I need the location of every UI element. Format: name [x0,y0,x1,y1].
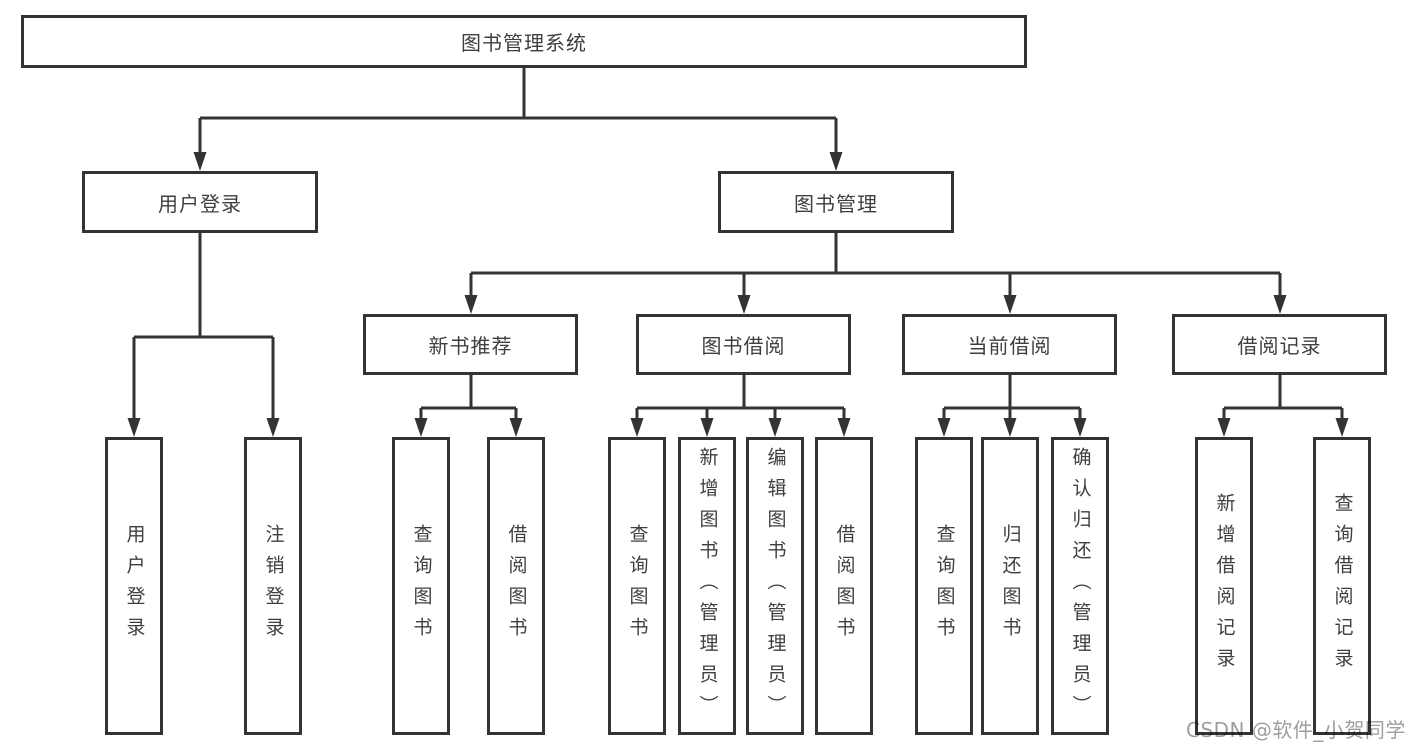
node-book-management: 图书管理 [718,171,954,233]
node-label: 借阅记录 [1237,334,1322,358]
node-label: 借阅图书 [833,524,856,648]
node-borrow-books-borrowing: 借阅图书 [815,437,873,735]
node-confirm-return-admin: 确认归还（管理员） [1051,437,1109,735]
node-label: 借阅图书 [505,524,528,648]
node-label: 确认归还（管理员） [1069,446,1092,726]
node-label: 编辑图书（管理员） [764,446,787,726]
node-label: 查询图书 [933,524,956,648]
node-label: 新增借阅记录 [1213,493,1236,679]
node-label: 查询借阅记录 [1331,493,1354,679]
node-user-login: 用户登录 [82,171,318,233]
csdn-watermark: CSDN @软件_小贺同学 [1186,718,1405,742]
node-label: 图书管理系统 [461,31,587,55]
node-library-management-system: 图书管理系统 [21,15,1027,68]
connector-lines [132,68,1344,420]
node-label: 图书借阅 [701,334,786,358]
node-label: 归还图书 [999,524,1022,648]
node-current-borrowing: 当前借阅 [902,314,1117,375]
node-label: 查询图书 [626,524,649,648]
node-query-books-borrowing: 查询图书 [608,437,666,735]
node-label: 新增图书（管理员） [696,446,719,726]
node-borrow-books-recommend: 借阅图书 [487,437,545,735]
node-return-books: 归还图书 [981,437,1039,735]
node-add-borrow-record: 新增借阅记录 [1195,437,1253,735]
node-user-login-action: 用户登录 [105,437,163,735]
node-label: 新书推荐 [428,334,513,358]
node-query-books-current: 查询图书 [915,437,973,735]
node-borrow-records: 借阅记录 [1172,314,1387,375]
node-label: 当前借阅 [967,334,1052,358]
node-logout-action: 注销登录 [244,437,302,735]
node-book-borrowing: 图书借阅 [636,314,851,375]
node-label: 用户登录 [158,191,242,216]
node-label: 注销登录 [262,524,285,648]
node-edit-books-admin: 编辑图书（管理员） [746,437,804,735]
node-label: 查询图书 [410,524,433,648]
node-query-books-recommend: 查询图书 [392,437,450,735]
node-label: 用户登录 [123,524,146,648]
node-add-books-admin: 新增图书（管理员） [678,437,736,735]
node-label: 图书管理 [794,191,878,216]
node-query-borrow-record: 查询借阅记录 [1313,437,1371,735]
node-new-book-recommendation: 新书推荐 [363,314,578,375]
